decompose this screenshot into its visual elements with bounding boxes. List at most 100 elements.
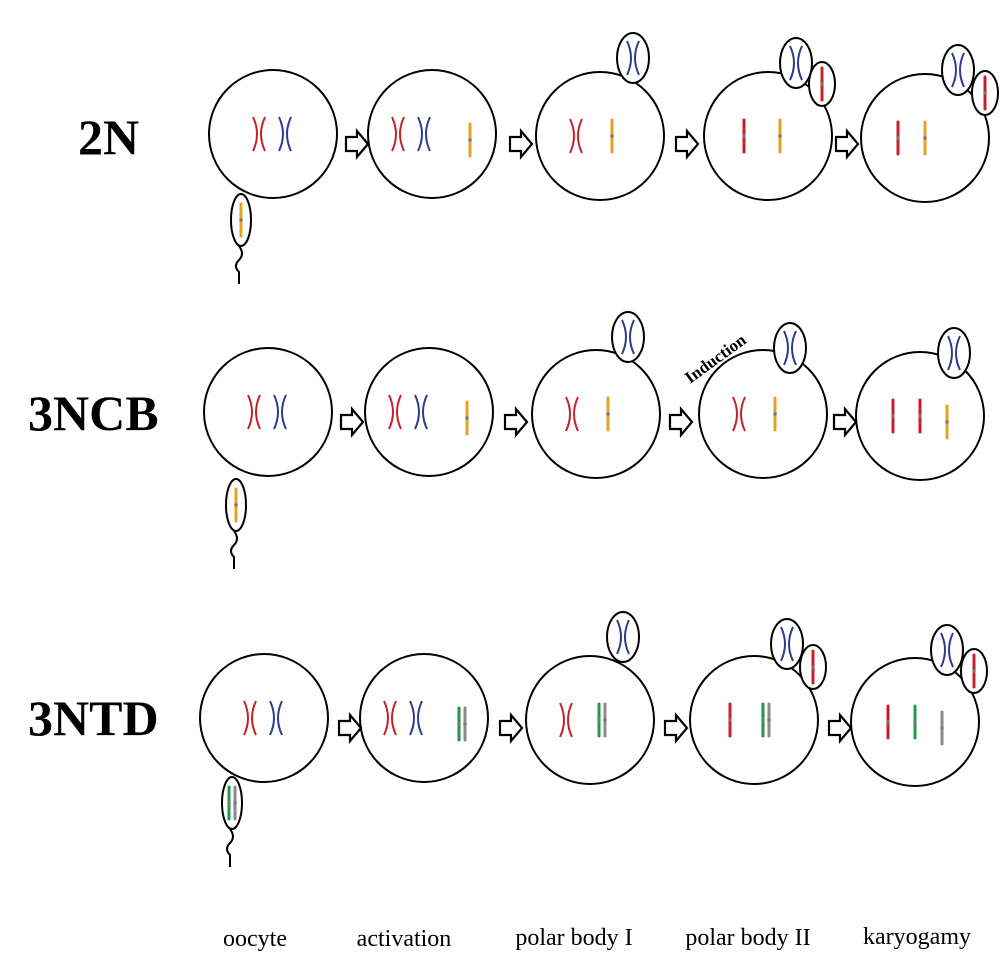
x-chromosome [616,619,630,655]
sperm [221,776,243,867]
single-chromatid [465,400,469,436]
x-chromosome [273,394,287,430]
x-chromosome [247,394,261,430]
sperm-tail [230,530,238,569]
single-chromatid [983,75,987,111]
polar-body-outline [773,322,807,374]
single-chromatid [891,398,895,434]
polar-body-outline [611,311,645,363]
single-chromatid [233,785,237,821]
single-chromatid [811,649,815,685]
single-chromatid [761,702,765,738]
oocyte-cell [203,347,333,477]
x-chromosome [243,700,257,736]
x-chromosome [391,116,405,152]
cell-circle [535,71,665,201]
x-chromosome [621,319,635,355]
polar-body-outline [606,611,640,663]
polar-body-2-cell [698,349,828,479]
row-label-2n: 2N [78,109,139,165]
cell-circle [359,653,489,783]
single-chromatid [945,404,949,440]
oocyte-cell [208,69,338,199]
flow-arrow [344,127,370,161]
polar-body-2 [799,644,827,690]
row-label-3ntd: 3NTD [28,690,159,746]
single-chromatid [728,702,732,738]
karyogamy-cell [855,351,985,481]
flow-arrow [663,711,689,745]
stage-label-oocyte: oocyte [223,926,287,952]
single-chromatid [778,118,782,154]
row-label-3ncb: 3NCB [28,385,159,441]
activation-cell [367,69,497,199]
single-chromatid [606,396,610,432]
single-chromatid [918,398,922,434]
cell-circle [367,69,497,199]
polar-body-outline [616,32,650,84]
polar-body-1 [611,311,645,363]
single-chromatid [913,704,917,740]
cell-circle [703,71,833,201]
cell-circle [525,655,655,785]
single-chromatid [972,653,976,689]
single-chromatid [886,704,890,740]
single-chromatid [820,66,824,102]
single-chromatid [767,702,771,738]
x-chromosome [417,116,431,152]
cell-circle [364,347,494,477]
x-chromosome [940,632,954,668]
x-chromosome [789,45,803,81]
polar-body-2-cell [689,655,819,785]
cells-layer [199,32,999,867]
single-chromatid [940,710,944,746]
polar-body-1 [930,624,964,676]
x-chromosome [732,396,746,432]
flow-arrow [339,405,365,439]
cell-circle [203,347,333,477]
single-chromatid [463,706,467,742]
x-chromosome [388,394,402,430]
polar-body-outline [930,624,964,676]
sperm [230,193,252,284]
x-chromosome [626,40,640,76]
flow-arrow [508,127,534,161]
x-chromosome [409,700,423,736]
x-chromosome [559,702,573,738]
x-chromosome [951,52,965,88]
x-chromosome [252,116,266,152]
single-chromatid [603,702,607,738]
stage-label-activation: activation [357,926,452,952]
stage-label-polar-body-1: polar body I [515,925,632,951]
polar-body-outline [941,44,975,96]
sperm-tail [235,245,243,284]
cell-circle [208,69,338,199]
sperm-tail [226,828,234,867]
single-chromatid [773,396,777,432]
polar-body-2 [808,61,836,107]
single-chromatid [468,122,472,158]
x-chromosome [780,626,794,662]
karyogamy-cell [860,73,990,203]
activation-cell [359,653,489,783]
x-chromosome [414,394,428,430]
activation-cell [364,347,494,477]
polar-body-2 [960,648,988,694]
polar-body-1-cell [535,71,665,201]
cell-circle [531,349,661,479]
x-chromosome [269,700,283,736]
chromatid-pair [597,702,607,738]
chromatid-pair [227,785,237,821]
single-chromatid [610,118,614,154]
polar-body-1 [606,611,640,663]
x-chromosome [383,700,397,736]
x-chromosome [278,116,292,152]
polar-body-1 [773,322,807,374]
polar-body-outline [779,37,813,89]
polar-body-1 [616,32,650,84]
polar-body-1-cell [525,655,655,785]
polar-body-outline [937,327,971,379]
x-chromosome [569,118,583,154]
oocyte-cell [199,653,329,783]
